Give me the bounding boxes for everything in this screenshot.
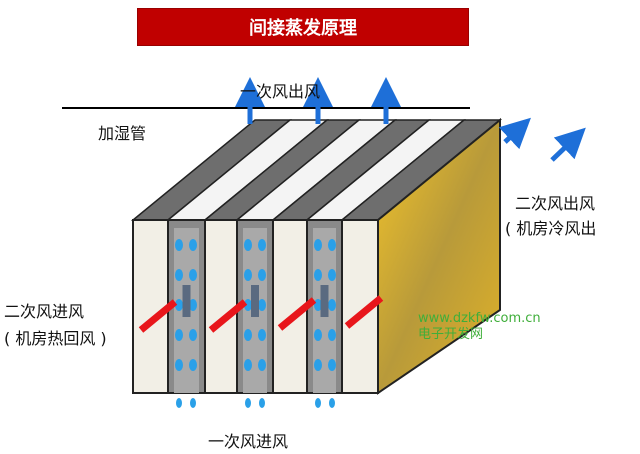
secondary-air-out-arrow-icon — [550, 127, 586, 162]
water-drop-icon — [244, 329, 252, 341]
water-drop-icon — [328, 329, 336, 341]
primary-air-up-arrow — [251, 285, 259, 317]
label-secondary-out-note: ( 机房冷风出 — [505, 219, 597, 238]
watermark-url: www.dzkfw.com.cn — [418, 311, 541, 326]
secondary-air-in-arrow-icon — [138, 299, 178, 333]
water-drop-icon — [189, 269, 197, 281]
water-drop-icon — [245, 398, 251, 408]
water-drop-icon — [244, 299, 252, 311]
label-secondary-out: 二次风出风 — [515, 194, 596, 213]
water-drop-icon — [190, 398, 196, 408]
water-drop-icon — [175, 239, 183, 251]
water-drop-icon — [328, 239, 336, 251]
secondary-air-in-arrow-icon — [277, 297, 317, 331]
water-drop-icon — [328, 359, 336, 371]
water-drop-icon — [176, 398, 182, 408]
label-secondary-in-note: ( 机房热回风 ) — [4, 329, 107, 348]
water-drop-icon — [244, 269, 252, 281]
label-primary-in: 一次风进风 — [208, 432, 289, 451]
water-drop-icon — [329, 398, 335, 408]
secondary-air-out-arrow-icon — [498, 117, 531, 150]
water-drop-icon — [259, 398, 265, 408]
water-drop-icon — [314, 359, 322, 371]
water-drop-icon — [258, 239, 266, 251]
water-drop-icon — [328, 269, 336, 281]
water-drop-icon — [175, 299, 183, 311]
primary-air-up-arrow — [320, 285, 329, 317]
water-drop-icon — [258, 269, 266, 281]
water-drop-icon — [189, 359, 197, 371]
water-drop-icon — [189, 299, 197, 311]
water-drop-icon — [258, 359, 266, 371]
label-secondary-in: 二次风进风 — [4, 302, 85, 321]
water-drop-icon — [314, 239, 322, 251]
label-humidifier: 加湿管 — [98, 124, 147, 143]
top-face — [130, 119, 503, 221]
diagram-title: 间接蒸发原理 — [137, 8, 469, 46]
water-drop-icon — [314, 329, 322, 341]
secondary-air-in-arrow-icon — [344, 295, 384, 329]
water-drop-icon — [244, 239, 252, 251]
primary-air-up-arrow — [182, 285, 191, 317]
dry-panel — [204, 219, 238, 394]
water-drop-icon — [175, 329, 183, 341]
watermark-name: 电子开发网 — [418, 327, 484, 342]
water-drop-icon — [175, 359, 183, 371]
water-drop-icon — [314, 269, 322, 281]
water-drop-icon — [189, 329, 197, 341]
water-drop-icon — [314, 299, 322, 311]
water-drop-icon — [175, 269, 183, 281]
secondary-air-in-arrow-icon — [208, 299, 248, 333]
water-drop-icon — [315, 398, 321, 408]
front-face — [132, 219, 379, 408]
water-drop-icon — [189, 239, 197, 251]
water-drop-icon — [258, 329, 266, 341]
label-primary-out: 一次风出风 — [240, 82, 321, 101]
water-drop-icon — [244, 359, 252, 371]
dry-panel — [132, 219, 169, 394]
water-drop-icon — [258, 299, 266, 311]
water-drop-icon — [328, 299, 336, 311]
